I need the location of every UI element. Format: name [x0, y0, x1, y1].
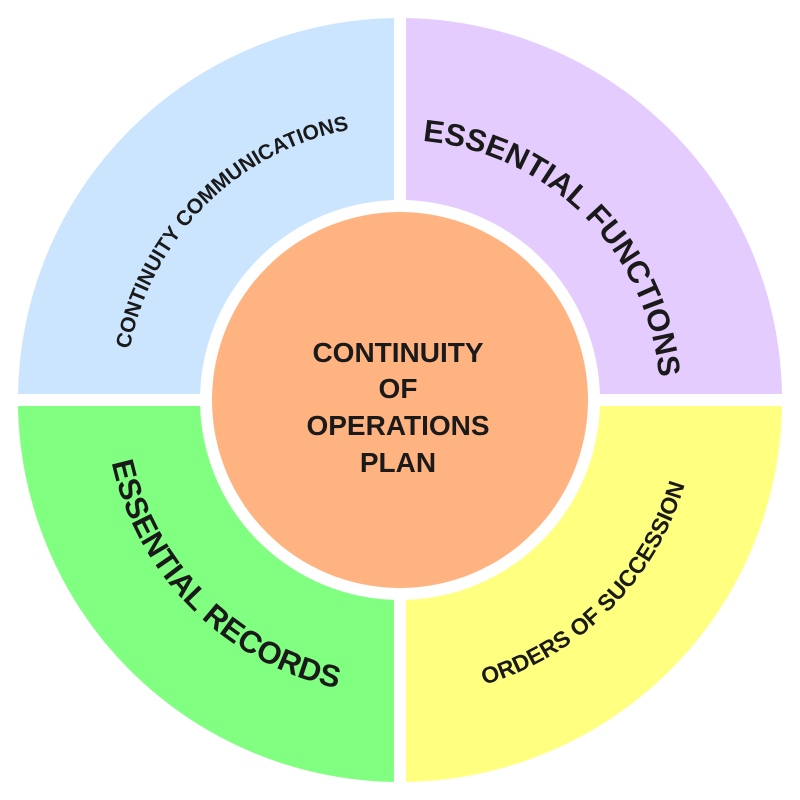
- center-title: CONTINUITY OF OPERATIONS PLAN: [306, 337, 489, 478]
- center-title-line: OF: [379, 373, 418, 404]
- segment-continuity-communications[interactable]: [18, 18, 400, 400]
- segment-orders-of-succession[interactable]: [400, 400, 782, 782]
- segment-essential-records[interactable]: [18, 400, 400, 782]
- center-title-line: PLAN: [360, 447, 436, 478]
- center-title-line: OPERATIONS: [306, 410, 489, 441]
- center-circle[interactable]: [212, 212, 588, 588]
- center-title-line: CONTINUITY: [312, 337, 483, 368]
- segment-essential-functions[interactable]: [400, 18, 782, 400]
